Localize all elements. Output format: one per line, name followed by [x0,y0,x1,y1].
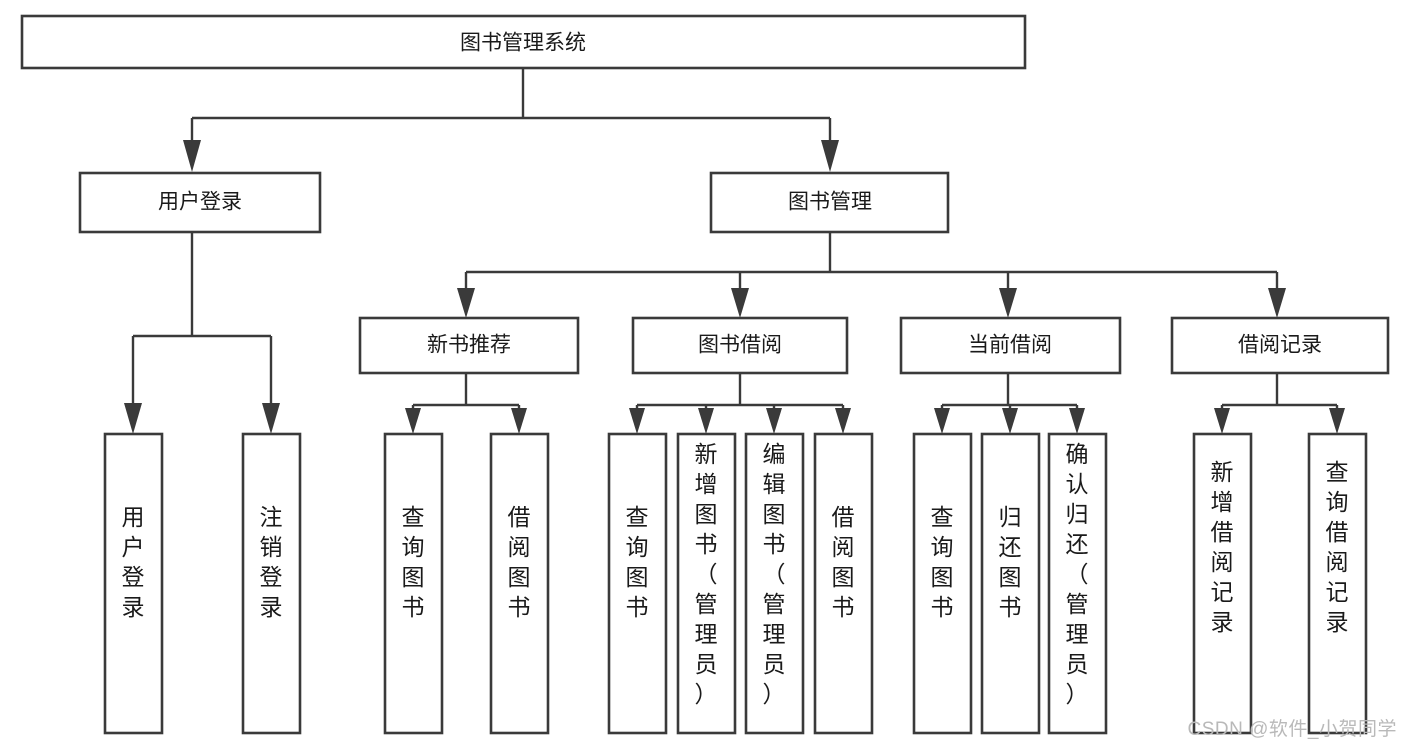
node-leaf-borrow-book-1-label: 借阅图书 [508,504,531,620]
node-borrow-record-box[interactable] [1170,316,1390,375]
node-leaf-query-record-label: 查询借阅记录 [1326,459,1349,635]
node-leaf-user-login[interactable]: 用户登录 [103,432,164,735]
connector-group-user-login [124,232,280,434]
node-leaf-return-book-label: 归还图书 [999,504,1022,620]
connector-group-current-borrow [934,373,1085,434]
arrow-head-leaf-return-book [1002,408,1018,434]
arrow-head-leaf-borrow-book-1 [511,408,527,434]
node-book-borrow-box[interactable] [631,316,849,375]
connector-group-borrow-record [1214,373,1345,434]
node-leaf-query-book-2-label: 查询图书 [626,504,649,620]
node-leaf-add-record[interactable]: 新增借阅记录 [1192,432,1253,735]
node-new-book-rec[interactable]: 新书推荐 [358,316,580,375]
node-user-login-label: 用户登录 [158,191,242,214]
node-leaf-add-book-box[interactable] [676,432,737,735]
node-leaf-confirm-return-box[interactable] [1047,432,1108,735]
arrow-head-leaf-edit-book [766,408,782,434]
arrow-head-leaf-confirm-return [1069,408,1085,434]
node-user-login-box[interactable] [78,171,322,234]
node-leaf-borrow-book-2-box[interactable] [813,432,874,735]
node-leaf-query-book-2-box[interactable] [607,432,668,735]
node-leaf-query-book-1-label: 查询图书 [402,504,425,620]
arrow-head-leaf-borrow-book-2 [835,408,851,434]
node-leaf-user-login-box[interactable] [103,432,164,735]
node-leaf-query-book-3-box[interactable] [912,432,973,735]
node-leaf-add-record-label: 新增借阅记录 [1211,459,1234,635]
arrow-head-current-borrow [999,288,1017,318]
arrow-head-new-book-rec [457,288,475,318]
node-leaf-borrow-book-1[interactable]: 借阅图书 [489,432,550,735]
node-book-borrow[interactable]: 图书借阅 [631,316,849,375]
arrow-head-leaf-query-record [1329,408,1345,434]
node-leaf-query-book-3-label: 查询图书 [931,504,954,620]
node-root[interactable]: 图书管理系统 [20,14,1027,70]
node-leaf-confirm-return-label: 确认归还（管理员） [1066,441,1089,707]
arrow-head-leaf-user-login [124,403,142,434]
arrow-head-leaf-add-book [698,408,714,434]
node-leaf-user-login-label: 用户登录 [122,504,145,620]
arrow-head-leaf-query-book-3 [934,408,950,434]
node-leaf-query-book-2[interactable]: 查询图书 [607,432,668,735]
node-leaf-query-book-1-box[interactable] [383,432,444,735]
node-leaf-query-book-3[interactable]: 查询图书 [912,432,973,735]
node-user-login[interactable]: 用户登录 [78,171,322,234]
node-borrow-record-label: 借阅记录 [1238,334,1322,357]
arrow-head-leaf-logout [262,403,280,434]
node-leaf-query-book-1[interactable]: 查询图书 [383,432,444,735]
node-current-borrow[interactable]: 当前借阅 [899,316,1122,375]
node-book-manage-label: 图书管理 [788,191,872,214]
node-book-manage[interactable]: 图书管理 [709,171,950,234]
arrow-head-user-login [183,140,201,172]
node-borrow-record[interactable]: 借阅记录 [1170,316,1390,375]
node-leaf-confirm-return[interactable]: 确认归还（管理员） [1047,432,1108,735]
node-leaf-borrow-book-2-label: 借阅图书 [832,504,855,620]
node-new-book-rec-box[interactable] [358,316,580,375]
node-current-borrow-box[interactable] [899,316,1122,375]
node-leaf-borrow-book-1-box[interactable] [489,432,550,735]
arrow-head-leaf-add-record [1214,408,1230,434]
arrow-head-book-manage [821,140,839,172]
node-book-borrow-label: 图书借阅 [698,334,782,357]
csdn-watermark: CSDN @软件_小贺同学 [1187,719,1397,740]
node-new-book-rec-label: 新书推荐 [427,334,511,357]
connector-group-new-book-rec [405,373,527,434]
arrow-head-leaf-query-book-2 [629,408,645,434]
arrow-head-leaf-query-book-1 [405,408,421,434]
node-leaf-logout-box[interactable] [241,432,302,735]
node-leaf-borrow-book-2[interactable]: 借阅图书 [813,432,874,735]
connector-group-book-borrow [629,373,851,434]
node-book-manage-box[interactable] [709,171,950,234]
node-root-label: 图书管理系统 [460,32,586,55]
connector-group-root [183,68,839,172]
node-leaf-edit-book[interactable]: 编辑图书（管理员） [744,432,805,735]
node-root-box[interactable] [20,14,1027,70]
node-leaf-query-record[interactable]: 查询借阅记录 [1307,432,1368,735]
node-leaf-return-book[interactable]: 归还图书 [980,432,1041,735]
node-leaf-logout-label: 注销登录 [260,504,283,620]
node-leaf-return-book-box[interactable] [980,432,1041,735]
node-leaf-edit-book-label: 编辑图书（管理员） [763,441,786,707]
node-leaf-add-book[interactable]: 新增图书（管理员） [676,432,737,735]
node-leaf-query-record-box[interactable] [1307,432,1368,735]
connector-group-book-manage [457,232,1286,318]
node-leaf-edit-book-box[interactable] [744,432,805,735]
arrow-head-borrow-record [1268,288,1286,318]
node-current-borrow-label: 当前借阅 [968,334,1052,357]
node-leaf-add-record-box[interactable] [1192,432,1253,735]
arrow-head-book-borrow [731,288,749,318]
node-leaf-add-book-label: 新增图书（管理员） [695,441,718,707]
node-leaf-logout[interactable]: 注销登录 [241,432,302,735]
